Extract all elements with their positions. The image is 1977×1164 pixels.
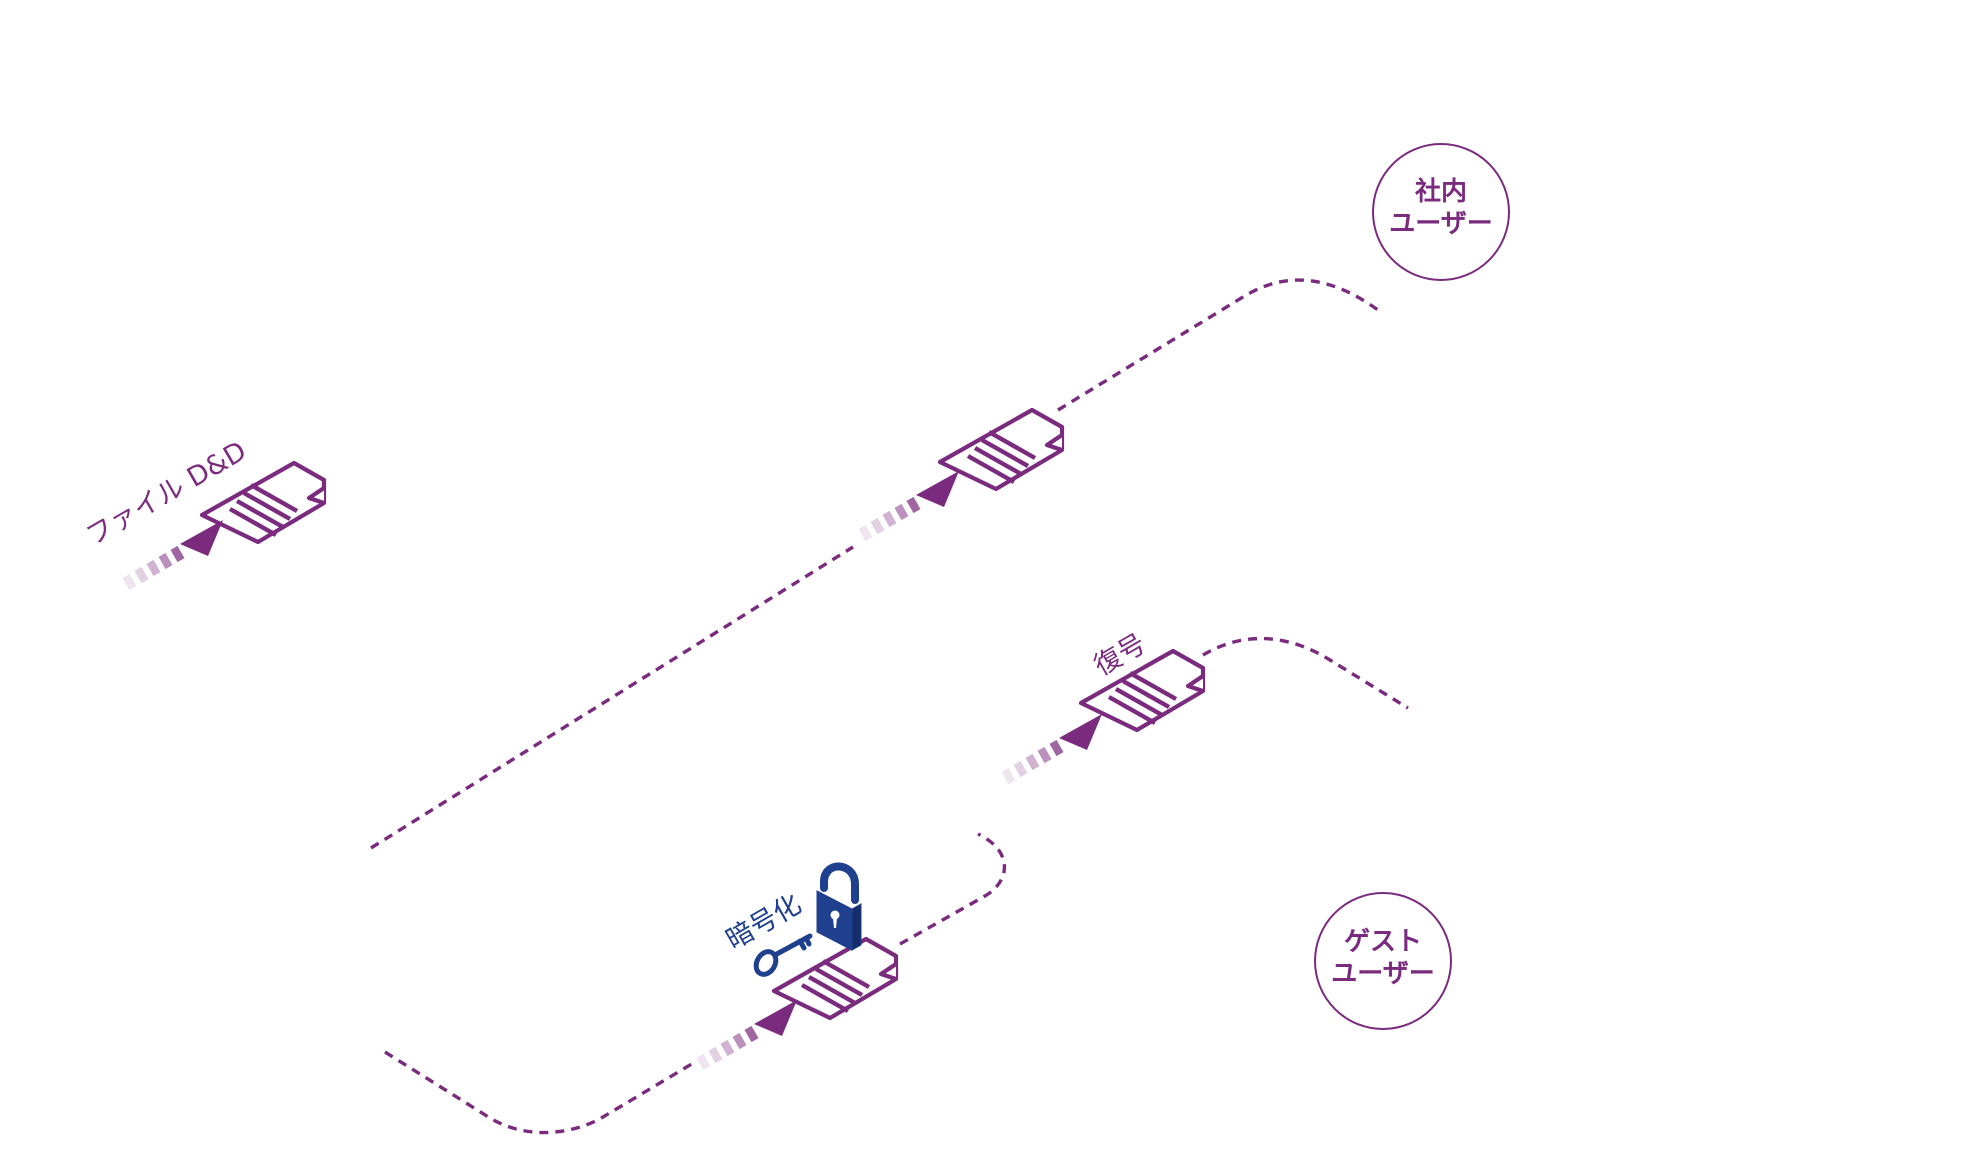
internal-user-label-line1: 社内 [1415,176,1467,207]
flow-path-guest-lower [384,1050,696,1135]
arrow-up-right-icon-internal [862,471,959,535]
flow-path-internal [370,545,854,850]
arrow-up-right-icon-decrypt [1005,714,1102,778]
flow-path-internal-upper [1057,278,1379,412]
arrow-up-right-icon-upload [126,520,223,584]
internal-user-node: 社内 ユーザー [1372,143,1510,281]
key-icon [753,933,813,977]
document-icon-internal [940,410,1062,489]
flow-path-guest-upper [1202,636,1409,710]
arrow-up-right-icon-encrypt [700,1000,797,1064]
file-drop-label: ファイル D&D [81,436,252,552]
internal-user-label-line2: ユーザー [1389,209,1492,239]
padlock-icon [816,862,862,951]
flow-path-guest-mid [899,832,1007,946]
guest-user-node: ゲスト ユーザー [1314,892,1452,1030]
guest-user-label-line2: ユーザー [1331,959,1434,989]
guest-user-label-line1: ゲスト [1344,927,1422,957]
